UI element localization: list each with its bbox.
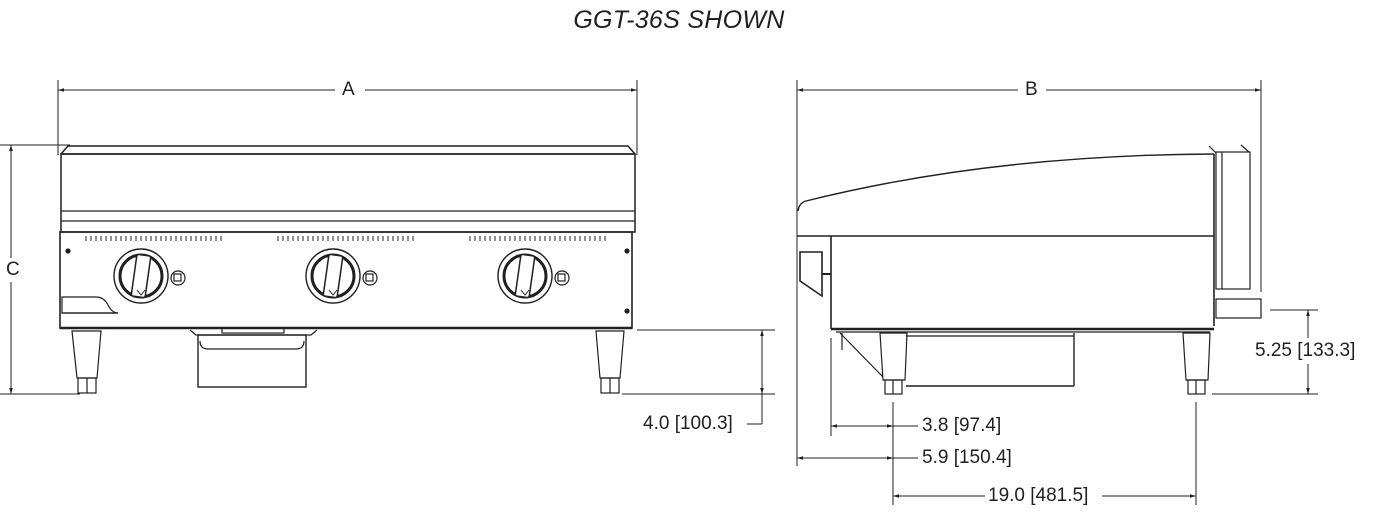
front-offset-dimension-2: 5.9 [150.4] (922, 447, 1012, 468)
side-view (796, 80, 1318, 505)
leg-height-dimension: 4.0 [100.3] (643, 413, 733, 434)
burner-knob-3-icon (497, 248, 553, 304)
dimension-label-a: A (338, 80, 359, 100)
dimension-label-b: B (1021, 80, 1042, 100)
dimension-label-c: C (2, 260, 24, 280)
drawing-title: GGT-36S SHOWN (573, 6, 785, 34)
burner-knob-2-icon (305, 248, 361, 304)
front-offset-dimension-1: 3.8 [97.4] (922, 415, 1002, 436)
leg-spacing-dimension: 19.0 [481.5] (988, 485, 1089, 506)
front-view (0, 80, 775, 425)
burner-knob-1-icon (113, 248, 169, 304)
rear-leg-height-dimension: 5.25 [133.3] (1255, 340, 1356, 361)
